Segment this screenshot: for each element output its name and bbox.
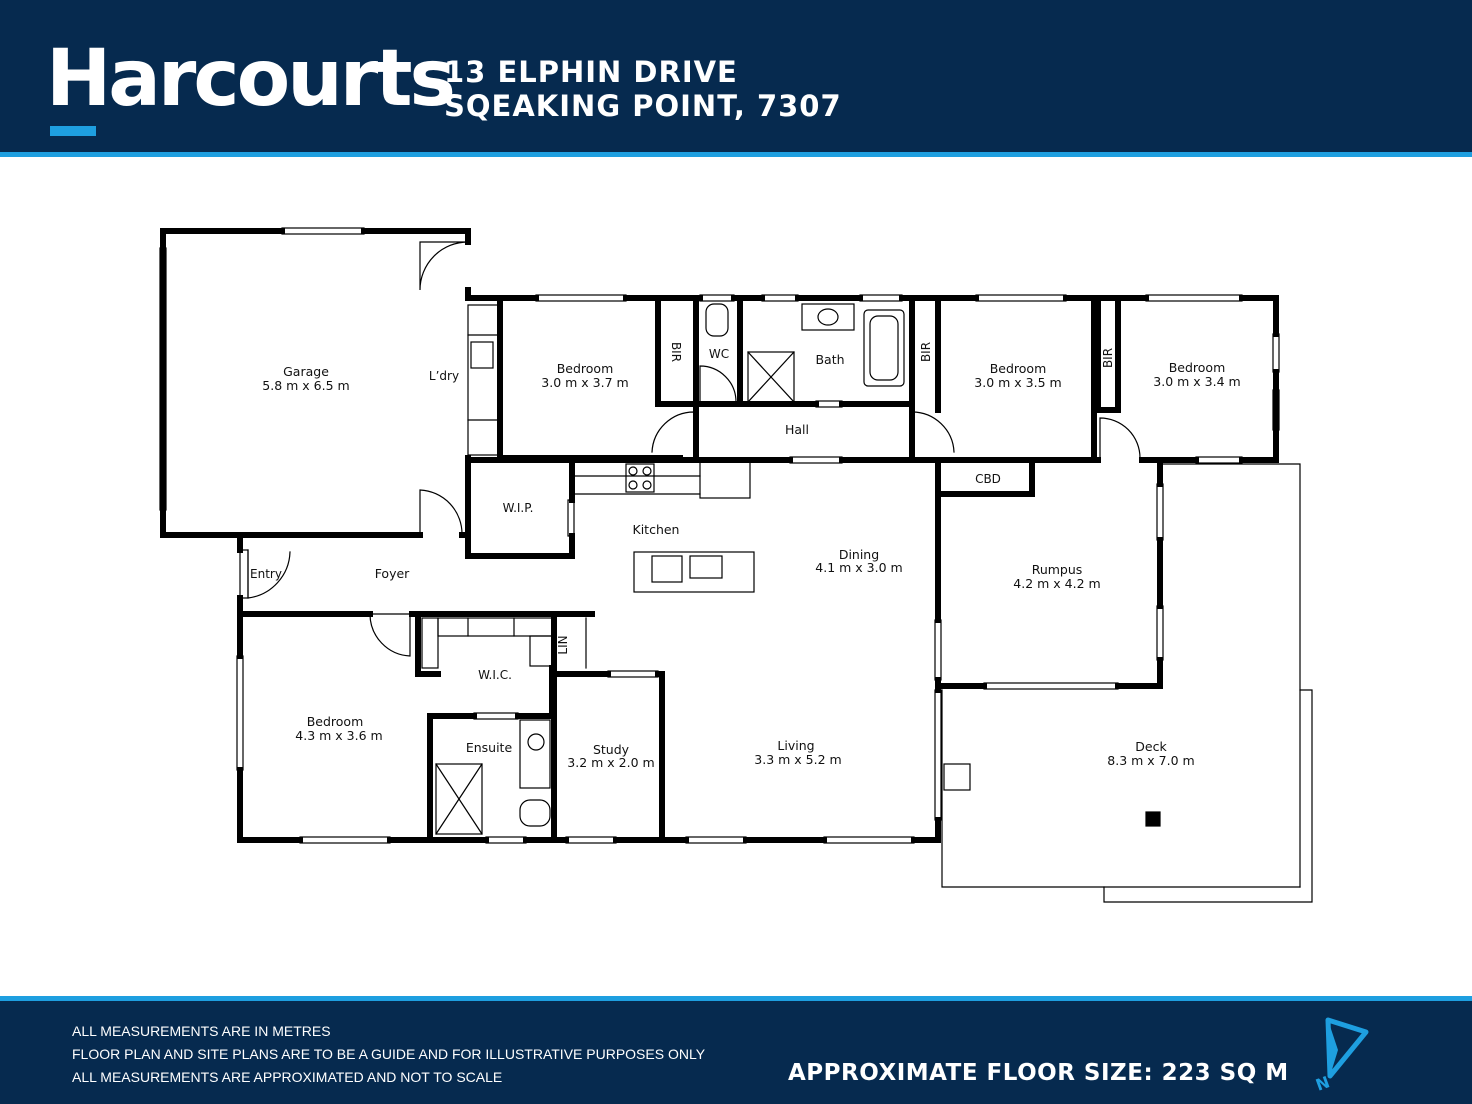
label-kitchen: Kitchen xyxy=(633,522,680,537)
dims-bedroom-1: 4.3 m x 3.6 m xyxy=(295,728,382,743)
label-hall: Hall xyxy=(785,422,809,437)
label-study: Study xyxy=(593,742,630,757)
deck-outline xyxy=(941,463,1313,903)
label-wic: W.I.C. xyxy=(478,668,512,682)
bedroom-wing-walls xyxy=(465,295,1279,463)
disclaimer-measurements: ALL MEASUREMENTS ARE IN METRES xyxy=(72,1023,331,1039)
dims-living: 3.3 m x 5.2 m xyxy=(754,752,841,767)
label-wip: W.I.P. xyxy=(503,501,534,515)
north-arrow-icon: N xyxy=(1313,1017,1369,1094)
address-line-1: 13 ELPHIN DRIVE xyxy=(444,55,738,89)
door-swings xyxy=(247,241,1141,657)
garage-windows xyxy=(159,227,365,511)
dims-bedroom-3: 3.0 m x 3.5 m xyxy=(974,375,1061,390)
dims-study: 3.2 m x 2.0 m xyxy=(567,755,654,770)
footer-banner xyxy=(0,1001,1472,1104)
floor-size-label: APPROXIMATE FLOOR SIZE: 223 SQ M xyxy=(788,1060,1289,1086)
label-bir-1: BIR xyxy=(669,342,683,362)
label-rumpus: Rumpus xyxy=(1032,562,1083,577)
main-living-walls xyxy=(465,457,1163,841)
header-banner xyxy=(0,0,1472,152)
label-laundry: L’dry xyxy=(429,369,459,383)
label-bedroom-2: Bedroom xyxy=(557,361,614,376)
label-ensuite: Ensuite xyxy=(466,740,513,755)
svg-text:N: N xyxy=(1313,1072,1332,1094)
label-bir-2: BIR xyxy=(919,342,933,362)
label-cbd: CBD xyxy=(975,472,1001,486)
label-dining: Dining xyxy=(839,547,879,562)
bath-fixtures xyxy=(705,303,905,403)
label-deck: Deck xyxy=(1135,739,1167,754)
label-garage: Garage xyxy=(283,364,329,379)
label-foyer: Foyer xyxy=(375,566,410,581)
label-entry: Entry xyxy=(250,567,282,581)
dims-deck: 8.3 m x 7.0 m xyxy=(1107,753,1194,768)
room-labels: Garage 5.8 m x 6.5 m L’dry Bedroom 3.0 m… xyxy=(250,342,1241,770)
label-lin: LIN xyxy=(556,635,570,654)
brand-logo-underline xyxy=(50,126,96,136)
label-bir-3: BIR xyxy=(1101,348,1115,368)
brand-logo: Harcourts xyxy=(46,34,456,124)
dims-dining: 4.1 m x 3.0 m xyxy=(815,560,902,575)
label-bedroom-1: Bedroom xyxy=(307,714,364,729)
dims-rumpus: 4.2 m x 4.2 m xyxy=(1013,576,1100,591)
label-bedroom-3: Bedroom xyxy=(990,361,1047,376)
main-living-fixtures xyxy=(567,400,1164,827)
label-bedroom-4: Bedroom xyxy=(1169,360,1226,375)
footer-accent-rule xyxy=(0,996,1472,1001)
dims-bedroom-4: 3.0 m x 3.4 m xyxy=(1153,374,1240,389)
dims-bedroom-2: 3.0 m x 3.7 m xyxy=(541,375,628,390)
disclaimer-guide: FLOOR PLAN AND SITE PLANS ARE TO BE A GU… xyxy=(72,1046,706,1062)
lower-wing-walls xyxy=(237,535,941,843)
dims-garage: 5.8 m x 6.5 m xyxy=(262,378,349,393)
label-wc: WC xyxy=(709,347,729,361)
header-accent-rule xyxy=(0,152,1472,157)
disclaimer-scale: ALL MEASUREMENTS ARE APPROXIMATED AND NO… xyxy=(72,1069,503,1085)
laundry-walls xyxy=(467,304,499,456)
address-line-2: SQEAKING POINT, 7307 xyxy=(444,89,842,123)
label-bath: Bath xyxy=(815,352,844,367)
lower-wing-fixtures xyxy=(236,549,915,844)
bedroom-wing-windows xyxy=(535,294,1280,464)
label-living: Living xyxy=(777,738,814,753)
